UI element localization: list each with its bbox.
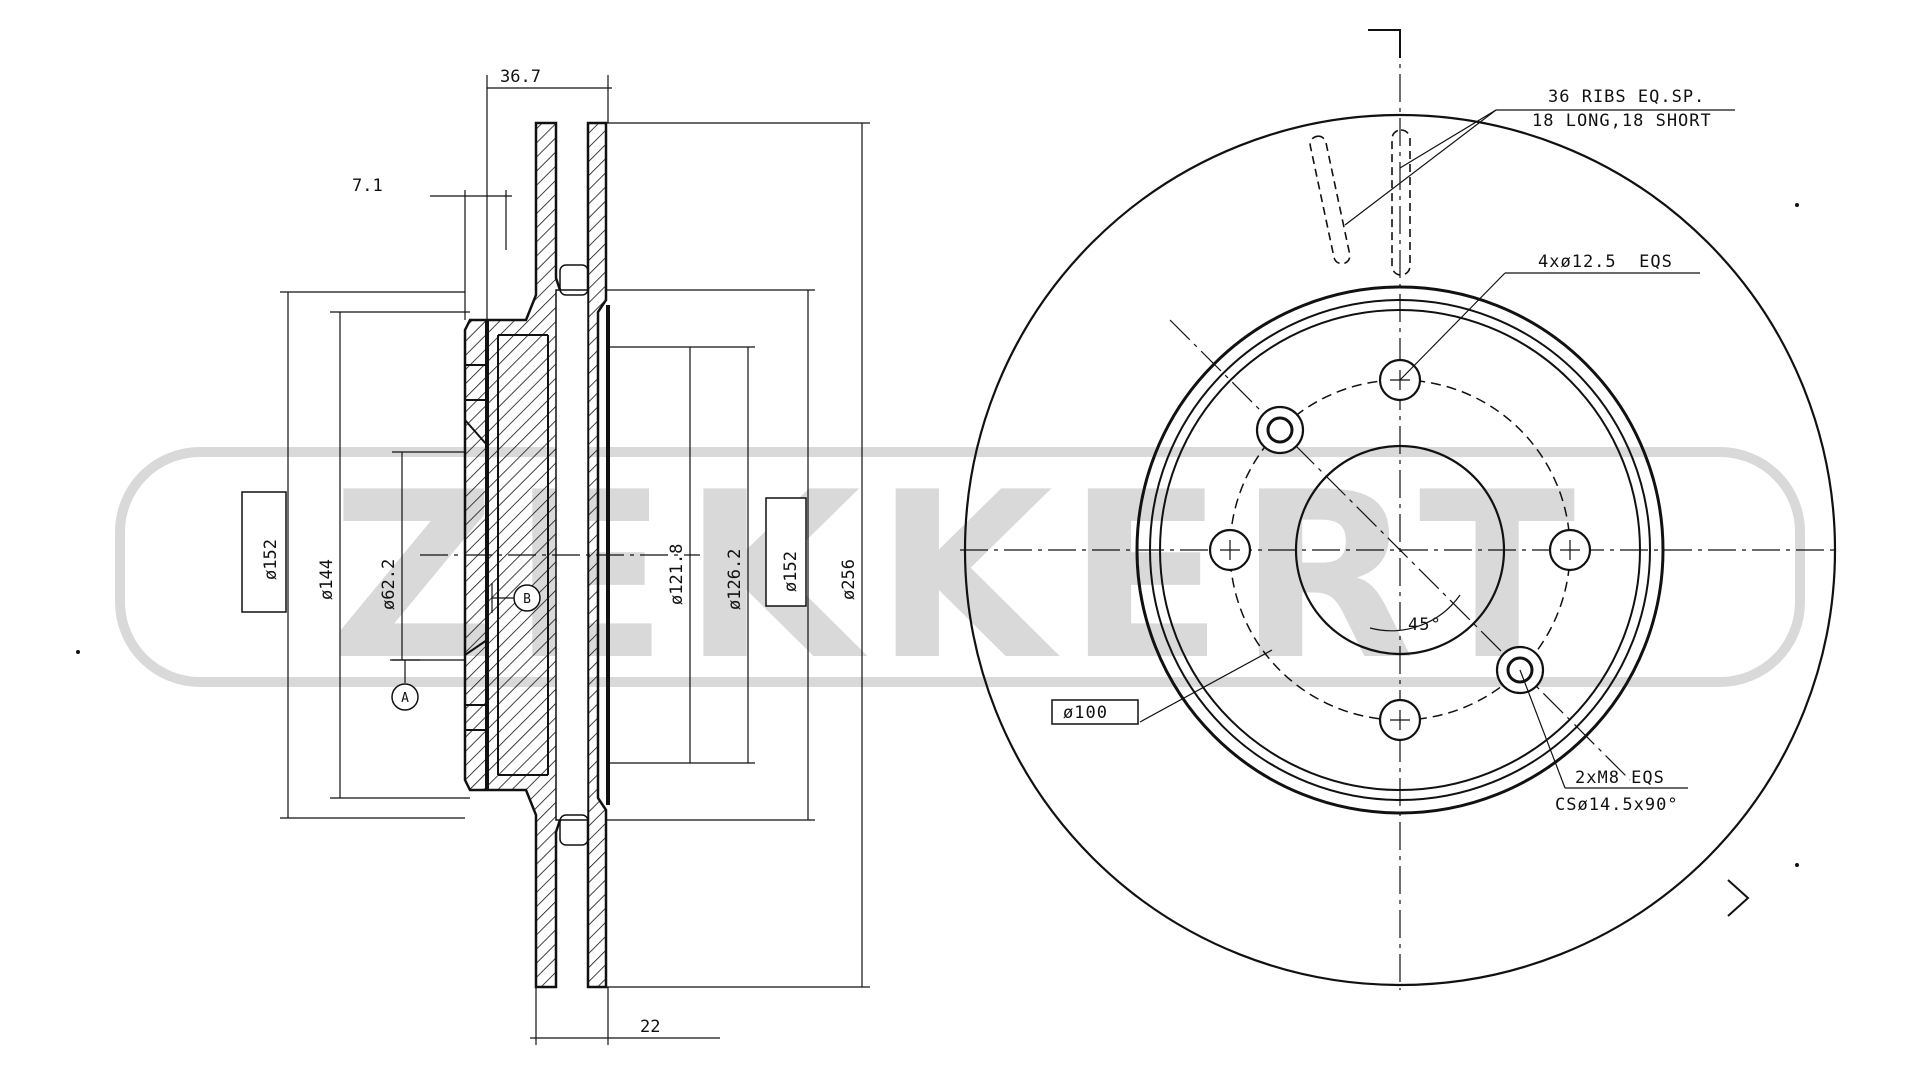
vane-pocket-upper — [559, 264, 589, 296]
dim-d121-8: ø121.8 — [667, 544, 687, 605]
dim-22: 22 — [640, 1017, 660, 1037]
datum-a-label: A — [401, 691, 409, 706]
rib-long — [1391, 129, 1411, 276]
watermark-logo: ZEKKERT — [115, 444, 1805, 711]
box-d152-right — [765, 497, 807, 607]
datum-a-circle — [391, 683, 419, 711]
callout-threads-line2: CSø14.5x90° — [1555, 795, 1679, 815]
vane-pocket-lower — [559, 814, 589, 846]
dim-d256: ø256 — [839, 559, 859, 600]
dim-36-7: 36.7 — [500, 67, 541, 87]
section-view: 36.7 7.1 22 ø152 ø144 ø62.2 ø121.8 ø126.… — [241, 67, 870, 1045]
front-view: 36 RIBS EQ.SP. 18 LONG,18 SHORT 4xø12.5 … — [76, 29, 1840, 990]
datum-b-label: B — [523, 592, 531, 607]
callout-holes: 4xø12.5 EQS — [1538, 252, 1673, 272]
datum-b-circle — [513, 584, 541, 612]
dim-7-1: 7.1 — [352, 176, 383, 196]
callout-ribs-line2: 18 LONG,18 SHORT — [1532, 111, 1712, 131]
callout-pcd: ø100 — [1063, 703, 1108, 723]
rib-short — [1309, 135, 1351, 265]
dim-d152-left: ø152 — [261, 539, 281, 580]
dim-d144: ø144 — [317, 559, 337, 600]
box-d152-left — [241, 491, 287, 613]
dim-d62-2: ø62.2 — [379, 559, 399, 610]
dim-d152-right: ø152 — [781, 551, 801, 592]
thread-hole-upper — [1266, 416, 1294, 444]
dim-d126-2: ø126.2 — [725, 549, 745, 610]
angle-45: 45° — [1408, 615, 1442, 635]
callout-threads-line1: 2xM8 EQS — [1575, 768, 1665, 788]
box-pcd — [1051, 699, 1139, 725]
callout-ribs-line1: 36 RIBS EQ.SP. — [1548, 87, 1705, 107]
